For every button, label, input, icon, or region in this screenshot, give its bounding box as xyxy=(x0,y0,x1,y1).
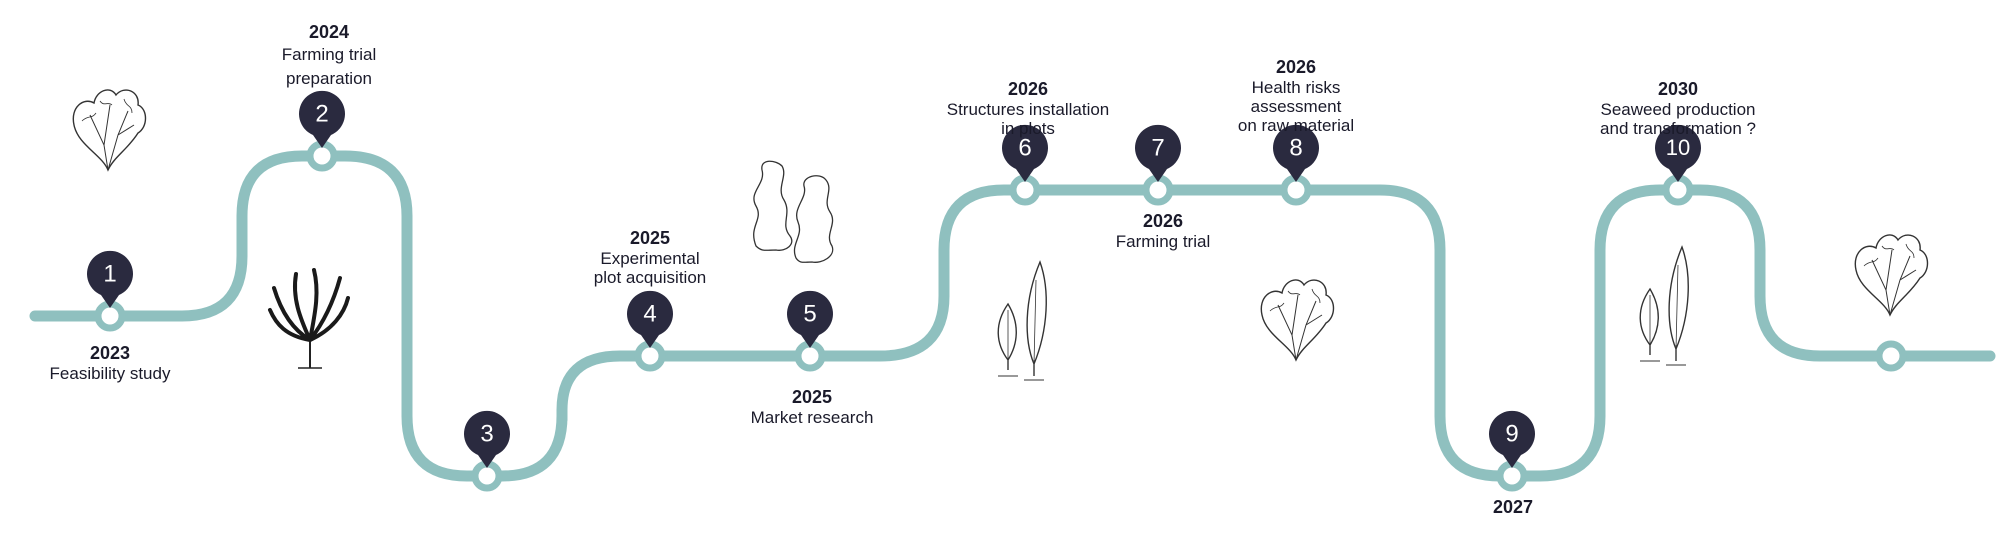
milestone-7-year: 2026 xyxy=(1142,211,1184,231)
milestone-6-text: Structures installation in plots xyxy=(946,100,1110,138)
svg-text:4: 4 xyxy=(643,300,656,327)
milestone-6-label: 2026 Structures installation in plots xyxy=(947,79,1110,138)
milestone-5-year: 2025 xyxy=(791,387,833,407)
milestone-6-year: 2026 xyxy=(1007,79,1049,99)
kelp-pair-icon xyxy=(1639,246,1689,366)
svg-text:7: 7 xyxy=(1151,134,1164,161)
milestone-1-year: 2023 xyxy=(89,343,131,363)
svg-text:5: 5 xyxy=(803,300,816,327)
bushy-seaweed-icon xyxy=(268,268,350,370)
milestone-8-label: 2026 Health risks assessment on raw mate… xyxy=(1238,57,1354,135)
milestone-1-text: Feasibility study xyxy=(49,364,171,383)
pin-8-icon: 8 xyxy=(1273,124,1319,182)
milestone-2-text: Farming trial preparation xyxy=(281,45,377,88)
svg-text:1: 1 xyxy=(103,260,116,287)
milestone-4-label: 2025 Experimental plot acquisition xyxy=(594,228,706,287)
milestone-7-text: Farming trial xyxy=(1115,232,1211,251)
milestone-2-label: 2024 Farming trial preparation xyxy=(282,22,376,91)
pin-7-icon: 7 xyxy=(1135,124,1181,182)
svg-text:3: 3 xyxy=(480,420,493,447)
milestone-10-text: Seaweed production and transformation ? xyxy=(1600,100,1756,138)
svg-text:8: 8 xyxy=(1289,134,1302,161)
milestone-5-text: Market research xyxy=(750,408,874,427)
pin-9-icon: 9 xyxy=(1489,410,1535,468)
kelp-pair-icon xyxy=(997,261,1047,381)
pin-1-icon: 1 xyxy=(87,250,133,308)
svg-text:10: 10 xyxy=(1666,135,1690,160)
milestone-1-label: 2023 Feasibility study xyxy=(50,343,171,383)
milestone-9-year: 2027 xyxy=(1492,497,1534,517)
svg-text:6: 6 xyxy=(1018,134,1031,161)
milestone-10-year: 2030 xyxy=(1657,79,1699,99)
fan-seaweed-icon xyxy=(1260,279,1335,361)
pin-5-icon: 5 xyxy=(787,290,833,348)
milestone-8-year: 2026 xyxy=(1275,57,1317,77)
svg-text:9: 9 xyxy=(1505,420,1518,447)
curly-seaweed-icon xyxy=(753,160,834,263)
timeline-path xyxy=(29,150,1996,482)
milestone-8-text: Health risks assessment on raw material xyxy=(1237,78,1355,135)
milestone-4-year: 2025 xyxy=(629,228,671,248)
pin-6-icon: 6 xyxy=(1002,124,1048,182)
milestone-4-text: Experimental plot acquisition xyxy=(593,249,707,287)
svg-text:2: 2 xyxy=(315,100,328,127)
fan-seaweed-icon xyxy=(72,89,147,171)
milestone-2-year: 2024 xyxy=(308,22,350,42)
end-ring xyxy=(1875,340,1907,372)
pin-3-icon: 3 xyxy=(464,410,510,468)
pin-10-icon: 10 xyxy=(1655,124,1701,182)
milestone-5-label: 2025 Market research xyxy=(751,387,874,427)
pin-4-icon: 4 xyxy=(627,290,673,348)
milestone-10-label: 2030 Seaweed production and transformati… xyxy=(1600,79,1756,138)
milestone-7-label: 2026 Farming trial xyxy=(1116,211,1210,251)
milestone-9-label: 2027 xyxy=(1493,497,1533,518)
pin-2-icon: 2 xyxy=(299,90,345,148)
fan-seaweed-icon xyxy=(1854,234,1929,316)
